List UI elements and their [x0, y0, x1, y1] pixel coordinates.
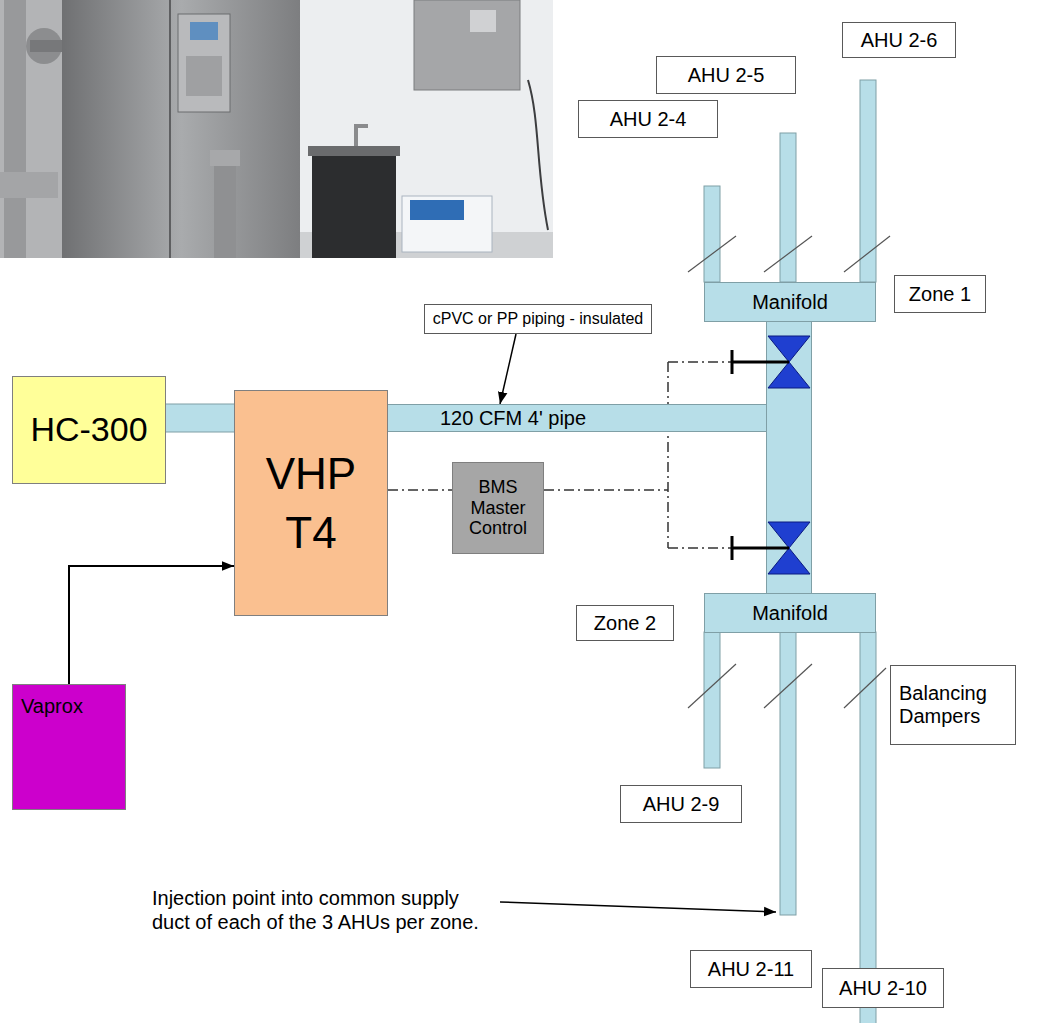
node-label: Zone 1 [909, 283, 971, 306]
damper-mark [688, 664, 736, 708]
photo-wall-left [0, 0, 62, 258]
duct [780, 133, 796, 282]
valve-actuator [732, 536, 789, 560]
node-label: AHU 2-6 [861, 29, 938, 52]
duct [780, 632, 796, 915]
node-label: Balancing Dampers [899, 682, 1009, 728]
note-text: Injection point into common supply duct … [152, 886, 487, 934]
photo-wall [300, 0, 553, 258]
photo-pipe [4, 0, 26, 258]
node-label: Manifold [752, 602, 828, 625]
photo-tub-items [410, 200, 464, 220]
damper-mark [764, 236, 812, 272]
photo-ground [0, 0, 553, 258]
duct [860, 80, 876, 282]
ahu-label: AHU 2-9 [620, 785, 742, 823]
photo-steel-unit [62, 0, 300, 258]
callout-arrow [500, 334, 516, 404]
node-label: BMS Master Control [461, 477, 535, 539]
ahu-label: AHU 2-11 [690, 950, 812, 988]
photo-fitting [26, 28, 62, 64]
photo-tub [402, 196, 492, 252]
photo-fitting [30, 40, 62, 52]
photo-door-seam [169, 0, 171, 258]
photo-faucet [356, 126, 368, 146]
damper-mark [844, 236, 890, 272]
manifold-box: Manifold [704, 593, 876, 633]
control-signal-line [544, 362, 732, 548]
photo-cabinet-display [470, 10, 496, 32]
damper-mark [688, 236, 736, 272]
feed-arrow [69, 566, 234, 684]
duct [704, 186, 720, 282]
photo-panel-plate [186, 56, 222, 96]
pipe-band: 120 CFM 4' pipe [388, 404, 766, 432]
photo-wall-cabinet [414, 0, 520, 90]
pipe-segment [166, 418, 234, 419]
ahu-label: AHU 2-4 [578, 100, 718, 138]
node-label: AHU 2-11 [708, 958, 794, 981]
bms-controller: BMS Master Control [452, 462, 544, 554]
connectors [69, 322, 789, 684]
valve-actuator [732, 350, 789, 374]
photo-screen [190, 22, 218, 40]
photo-pedestal-top [210, 150, 240, 166]
vhp-generator: VHP T4 [234, 390, 388, 616]
node-label: AHU 2-10 [839, 977, 927, 1000]
zone-label: Zone 1 [894, 275, 986, 313]
node-label: Zone 2 [594, 612, 656, 635]
manifold-box: Manifold [704, 282, 876, 322]
isolation-valve [732, 522, 810, 574]
damper-mark [764, 664, 812, 708]
node-label: AHU 2-4 [610, 108, 687, 131]
vaprox-unit: Vaprox [12, 684, 126, 810]
damper-mark [844, 668, 886, 708]
node-label: 120 CFM 4' pipe [440, 407, 586, 430]
photo-sink-cabinet [312, 156, 396, 258]
connector-line [388, 489, 452, 491]
duct [704, 632, 720, 768]
photo-pedestal [214, 160, 236, 258]
photo-panel [178, 14, 230, 112]
ahu-label: AHU 2-10 [822, 968, 944, 1008]
pipe-outline [166, 404, 234, 433]
balancing-dampers [688, 236, 890, 708]
zone-label: Zone 2 [576, 605, 674, 641]
node-label: HC-300 [30, 410, 147, 449]
control-signal [388, 490, 452, 491]
node-label: VHP T4 [246, 444, 376, 563]
callout-box: cPVC or PP piping - insulated [424, 304, 652, 334]
node-label: AHU 2-9 [643, 793, 720, 816]
connector-line [69, 566, 234, 684]
leader-arrow [500, 902, 776, 912]
photo-sink-top [308, 146, 400, 156]
node-label: Vaprox [21, 695, 83, 718]
photo-cable [528, 80, 548, 230]
damper-label: Balancing Dampers [890, 665, 1016, 745]
ahu-label: AHU 2-6 [842, 22, 956, 58]
photo-pipe [0, 172, 58, 198]
connector-line [500, 334, 516, 404]
node-label: Manifold [752, 291, 828, 314]
pipe-fill [166, 405, 234, 432]
hc300-unit: HC-300 [12, 376, 166, 484]
isolation-valve [732, 336, 810, 388]
supply-ducts [704, 80, 876, 1023]
ahu-label: AHU 2-5 [656, 56, 796, 94]
node-label: cPVC or PP piping - insulated [433, 310, 643, 328]
node-label: AHU 2-5 [688, 64, 765, 87]
equipment-photo [0, 0, 553, 258]
